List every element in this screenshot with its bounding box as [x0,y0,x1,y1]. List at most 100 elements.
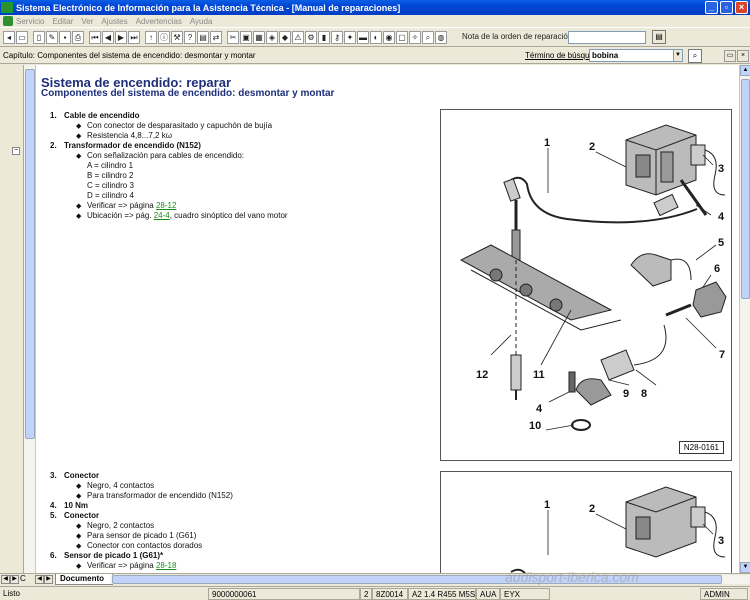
menu-ver[interactable]: Ver [81,16,94,26]
bullet-icon: ◆ [76,483,82,490]
page-link[interactable]: 28-18 [155,561,177,570]
settings-icon[interactable]: ✧ [409,30,421,44]
key-icon[interactable]: ⚷ [331,30,343,44]
collapse-icon[interactable]: − [12,147,20,155]
tab-documento[interactable]: Documento [55,574,113,585]
tools-icon[interactable]: ⚒ [171,30,183,44]
bullet-icon: ◆ [76,543,82,550]
tree-scrollbar[interactable] [24,65,36,573]
notes-icon[interactable]: ▤ [197,30,209,44]
warning-icon[interactable]: ⚠ [292,30,304,44]
bullet-icon: ◆ [76,493,82,500]
tab-next-icon[interactable]: ▶ [10,575,19,584]
menu-editar[interactable]: Editar [52,16,74,26]
first-page-icon[interactable]: ⏮ [89,30,101,44]
bullet-icon: ◆ [76,133,82,140]
menu-advertencias[interactable]: Advertencias [135,16,182,26]
menu-app-icon[interactable] [3,16,13,26]
app-icon[interactable] [1,2,13,13]
list-subitem: ◆Resistencia 4,8...7,2 kω [76,131,172,140]
restore-button[interactable]: ▫ [720,1,733,14]
bullet-icon: ◆ [76,533,82,540]
window-title: Sistema Electrónico de Información para … [16,2,401,13]
page-link[interactable]: 28-12 [155,201,177,210]
chevron-down-icon[interactable]: ▼ [673,50,682,61]
previous-page-icon[interactable]: ◀ [102,30,114,44]
tab-prev-icon[interactable]: ◀ [1,575,10,584]
pane-toggle-icon[interactable]: ▭ [724,50,736,62]
wrench-icon[interactable]: ✦ [344,30,356,44]
module-icon[interactable]: ▣ [240,30,252,44]
info-icon[interactable]: ⓘ [158,30,170,44]
page-link[interactable]: 24-4 [153,211,170,220]
bullet-icon: ◆ [76,213,82,220]
back-icon[interactable]: ◂ [3,30,15,44]
component-list-top: 1.Cable de encendido ◆Con conector de de… [50,111,430,221]
diamond-icon[interactable]: ◆ [279,30,291,44]
order-label: Nota de la orden de reparación: [462,32,575,41]
tab-c[interactable]: C [20,574,26,583]
list-subitem: ◆Conector con contactos dorados [76,541,203,550]
tree-scroll-thumb[interactable] [25,69,35,439]
menu-ayuda[interactable]: Ayuda [189,16,213,26]
help-icon[interactable]: ? [184,30,196,44]
edit-icon[interactable]: ✎ [46,30,58,44]
chapter-label: Capítulo: Componentes del sistema de enc… [3,51,256,60]
callout-label: 8 [641,388,647,400]
tab-prev-icon-2[interactable]: ◀ [35,575,44,584]
search-icon[interactable]: ⌕ [688,49,702,63]
status-ready: Listo [3,589,20,598]
globe-icon[interactable]: ◍ [435,30,447,44]
search-doc-icon[interactable]: ⌕ [422,30,434,44]
page-subtitle: Componentes del sistema de encendido: de… [41,88,335,99]
status-user: ADMIN [700,588,748,600]
component-icon[interactable]: ▦ [253,30,265,44]
horizontal-scrollbar[interactable] [110,575,750,584]
list-subitem: ◆Verificar => página 28-12 [76,201,177,210]
engine-icon[interactable]: ⚙ [305,30,317,44]
diagnostic-icon[interactable]: ◐ [370,30,382,44]
list-item: 6.Sensor de picado 1 (G61)* [50,551,164,560]
folder-icon[interactable]: ▭ [16,30,28,44]
tag-icon[interactable]: ◈ [266,30,278,44]
status-engine: AUA [476,588,500,600]
document-icon[interactable]: ▢ [396,30,408,44]
next-page-icon[interactable]: ▶ [115,30,127,44]
order-note-icon[interactable]: ▤ [652,30,666,44]
lock-icon[interactable]: ▮ [318,30,330,44]
up-level-icon[interactable]: ↑ [145,30,157,44]
print-icon[interactable]: ⎙ [72,30,84,44]
scroll-up-icon[interactable]: ▲ [740,65,750,76]
status-doc-number: 9000000061 [208,588,360,600]
pane-close-icon[interactable]: × [737,50,749,62]
menu-ajustes[interactable]: Ajustes [101,16,128,26]
save-icon[interactable]: ▪ [59,30,71,44]
search-label: Término de búsqueda: [525,51,606,60]
search-input[interactable]: bobina [589,49,683,62]
item-heading: Cable de encendido [64,111,140,120]
tab-next-icon-2[interactable]: ▶ [44,575,53,584]
list-subitem: ◆Negro, 2 contactos [76,521,155,530]
callout-label: 3 [718,163,724,175]
list-subitem: ◆Ubicación => pág. 24-4, cuadro sinóptic… [76,211,288,220]
swap-icon[interactable]: ⇄ [210,30,222,44]
list-subitem: ◆Con conector de desparasitado y capuchó… [76,121,273,130]
document-scroll-thumb[interactable] [741,79,750,299]
document-scrollbar[interactable]: ▲ ▼ [739,65,750,573]
order-input[interactable] [568,31,646,44]
list-item: 2.Transformador de encendido (N152) [50,141,201,150]
callout-label: 11 [533,369,545,381]
horizontal-scroll-thumb[interactable] [112,575,722,584]
callout-label: 1 [544,499,550,511]
menu-servicio[interactable]: Servicio [16,16,45,26]
scroll-down-icon[interactable]: ▼ [740,562,750,573]
camera-icon[interactable]: ◉ [383,30,395,44]
car-icon[interactable]: ▬ [357,30,369,44]
close-button[interactable]: × [735,1,748,14]
new-document-icon[interactable]: ▯ [33,30,45,44]
figure-code: N28-0161 [678,441,724,454]
list-subitem: ◆Para sensor de picado 1 (G61) [76,531,197,540]
minimize-button[interactable]: _ [705,1,718,14]
last-page-icon[interactable]: ⏭ [128,30,140,44]
cut-icon[interactable]: ✂ [227,30,239,44]
